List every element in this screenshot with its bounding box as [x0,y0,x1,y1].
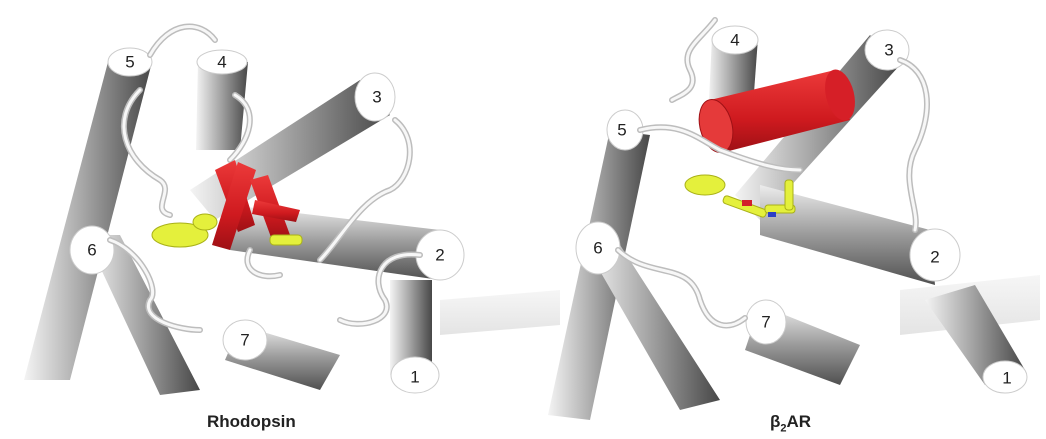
helix-label-5: 5 [125,53,134,72]
b2ar-caption-tail: AR [787,412,812,431]
helix-label-5: 5 [617,121,626,140]
helix-label-6: 6 [87,241,96,260]
helix-label-1: 1 [410,368,419,387]
rhodopsin-caption-text: Rhodopsin [207,412,296,431]
helix-label-6: 6 [593,239,602,258]
helix-label-4: 4 [217,53,226,72]
rhodopsin-caption: Rhodopsin [207,412,296,432]
b2ar-panel: 4 3 5 2 1 6 7 [548,20,1040,420]
helix-label-7: 7 [761,313,770,332]
helix-label-7: 7 [240,331,249,350]
rhodopsin-panel: 5 4 3 2 1 6 7 [24,26,560,395]
background-helix [440,290,560,335]
helix-label-3: 3 [372,88,381,107]
b2ar-caption: β2AR [770,412,811,434]
helix-label-2: 2 [435,246,444,265]
helix-label-3: 3 [884,41,893,60]
b2ar-caption-beta: β [770,412,780,431]
helix-label-1: 1 [1002,369,1011,388]
helix-label-4: 4 [730,31,739,50]
helix-label-2: 2 [930,248,939,267]
